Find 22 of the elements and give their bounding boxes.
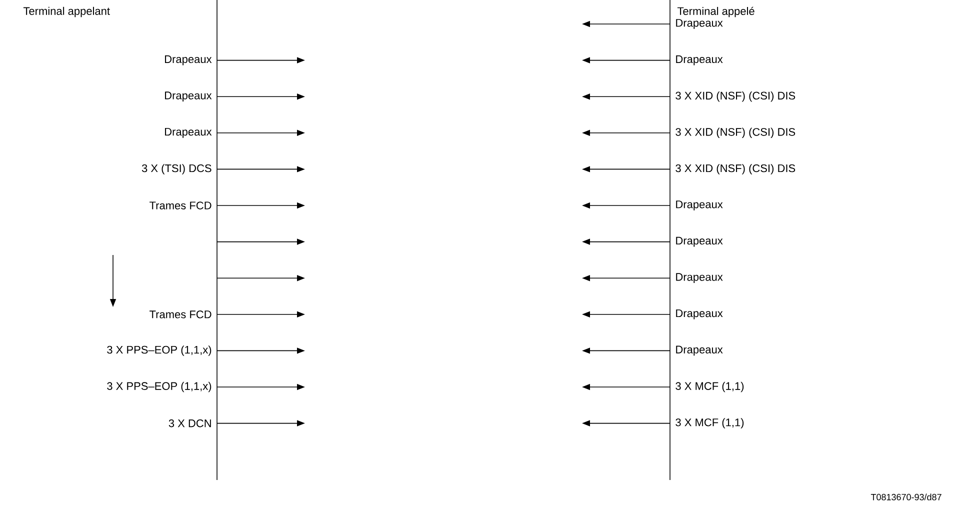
- edge-label: 3 X (TSI) DCS: [140, 163, 213, 176]
- edge-label: Drapeaux: [163, 54, 213, 66]
- edge-label: Drapeaux: [674, 54, 724, 66]
- edge-label: 3 X PPS–EOP (1,1,x): [106, 344, 213, 357]
- edge-label: Drapeaux: [674, 308, 724, 320]
- edge-label: Trames FCD: [148, 200, 213, 210]
- edge-label: Trames FCD: [148, 310, 213, 320]
- edge-label: 3 X XID (NSF) (CSI) DIS: [674, 90, 797, 103]
- edge-label: 3 X PPS–EOP (1,1,x): [106, 380, 213, 394]
- edge-label: 3 X XID (NSF) (CSI) DIS: [674, 163, 797, 176]
- edge-label: Drapeaux: [163, 90, 213, 103]
- edge-label: 3 X MCF (1,1): [674, 380, 746, 394]
- edge-label: 3 X XID (NSF) (CSI) DIS: [674, 126, 797, 140]
- edge-label: 3 X MCF (1,1): [674, 417, 746, 430]
- edge-label: Drapeaux: [674, 200, 724, 212]
- edge-label: 3 X DCN: [167, 418, 213, 428]
- edge-label: Drapeaux: [163, 126, 213, 139]
- edge-label: Drapeaux: [674, 236, 724, 248]
- edge-label: Drapeaux: [674, 18, 724, 30]
- edge-label: Drapeaux: [674, 272, 724, 284]
- edge-label: Drapeaux: [674, 344, 724, 357]
- figure-number: T0813670-93/d87: [870, 494, 942, 500]
